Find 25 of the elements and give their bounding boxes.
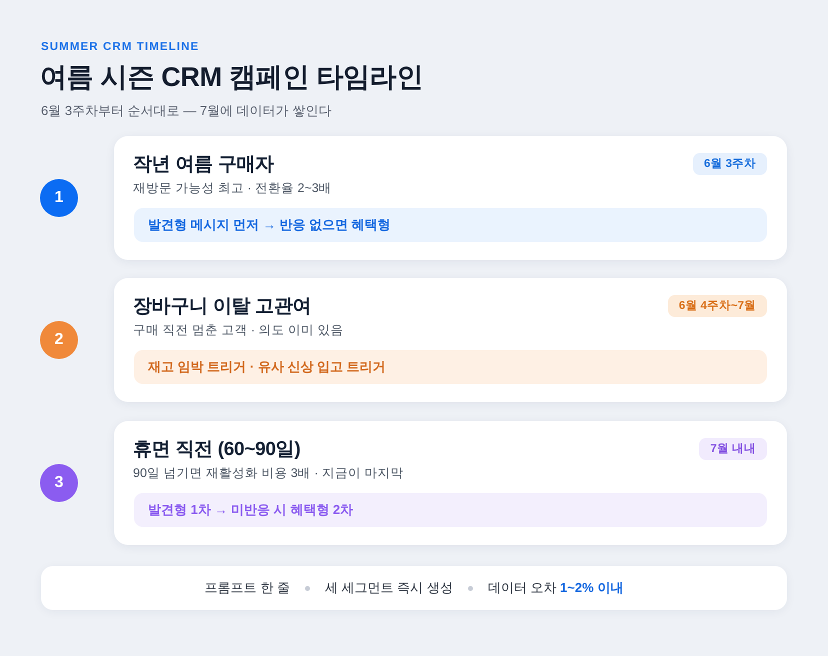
subtitle-text: 6월 3주차부터 순서대로 — 7월에 데이터가 쌓인다 [41, 102, 332, 120]
timeline-card [114, 136, 787, 260]
step-number-circle: 1 [40, 179, 78, 217]
card-title: 장바구니 이탈 고관여 [133, 295, 312, 319]
step-number-circle: 2 [40, 321, 78, 359]
summary-text: 세 세그먼트 즉시 생성 [324, 579, 453, 597]
card-subtitle: 재방문 가능성 최고 · 전환율 2~3배 [133, 180, 332, 197]
step-number-circle: 3 [40, 464, 78, 502]
action-box: 재고 임박 트리거 · 유사 신상 입고 트리거 [134, 350, 767, 384]
card-subtitle: 구매 직전 멈춘 고객 · 의도 이미 있음 [133, 322, 344, 339]
date-badge: 7월 내내 [699, 438, 767, 460]
overline-label: SUMMER CRM TIMELINE [41, 40, 200, 55]
action-box: 발견형 메시지 먼저 → 반응 없으면 혜택형 [134, 208, 767, 242]
action-box: 발견형 1차 → 미반응 시 혜택형 2차 [134, 493, 767, 527]
page-title: 여름 시즌 CRM 캠페인 타임라인 [40, 61, 424, 94]
card-title: 휴면 직전 (60~90일) [133, 438, 300, 462]
card-title: 작년 여름 구매자 [133, 153, 274, 177]
card-subtitle: 90일 넘기면 재활성화 비용 3배 · 지금이 마지막 [133, 465, 404, 482]
summary-text: 프롬프트 한 줄 [204, 579, 290, 597]
summary-bar [41, 566, 787, 610]
date-badge: 6월 3주차 [693, 153, 767, 175]
summary-text: 데이터 오차 1~2% 이내 [488, 579, 624, 597]
timeline-card [114, 421, 787, 545]
date-badge: 6월 4주차~7월 [668, 295, 767, 317]
timeline-card [114, 278, 787, 402]
